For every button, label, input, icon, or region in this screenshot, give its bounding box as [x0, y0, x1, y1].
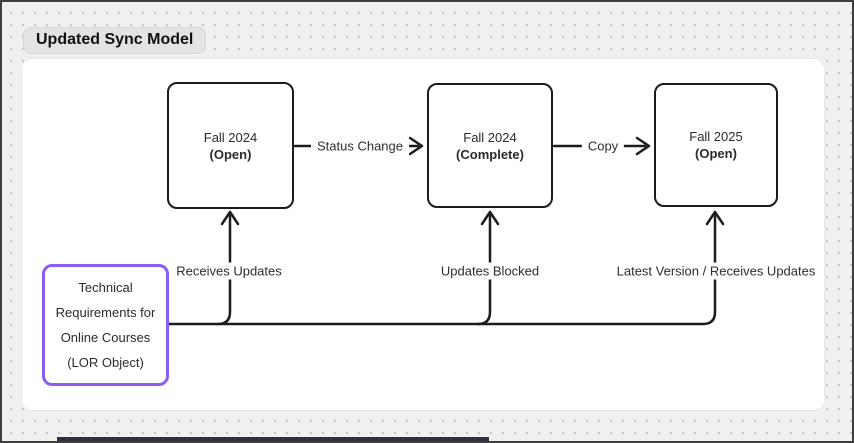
connector-label-updates-blocked[interactable]: Updates Blocked: [434, 262, 546, 280]
arrowhead-up-fall2024-complete-icon: [480, 210, 500, 226]
node-fall2024-complete[interactable]: Fall 2024 (Complete): [427, 83, 553, 208]
arrowhead-up-fall2024-open-icon: [220, 210, 240, 226]
connector-main-line: [167, 211, 717, 326]
node-label-status: (Open): [209, 146, 252, 162]
connector-lor-to-fall2024-open[interactable]: [216, 210, 240, 326]
node-label-lor: Technical Requirements for Online Course…: [55, 280, 156, 370]
connector-label-receives-updates[interactable]: Receives Updates: [170, 262, 288, 280]
node-label-status: (Open): [695, 146, 737, 161]
node-fall2024-open[interactable]: Fall 2024 (Open): [167, 82, 294, 209]
node-label-term: Fall 2024: [463, 129, 517, 145]
node-label-status: (Complete): [456, 146, 524, 162]
arrowhead-up-fall2025-icon: [705, 210, 725, 226]
connector-label-latest-version[interactable]: Latest Version / Receives Updates: [610, 262, 822, 280]
node-fall2025-open[interactable]: Fall 2025 (Open): [654, 83, 778, 207]
connector-label-status-change[interactable]: Status Change: [310, 137, 410, 155]
node-label-term: Fall 2025: [689, 129, 743, 144]
horizontal-scrollbar-thumb[interactable]: [57, 437, 489, 441]
connector-lor-to-fall2024-complete[interactable]: [476, 210, 500, 326]
connector-label-copy[interactable]: Copy: [581, 137, 625, 155]
connector-branch-line: [216, 211, 232, 326]
node-lor-object[interactable]: Technical Requirements for Online Course…: [42, 264, 169, 386]
section-title[interactable]: Updated Sync Model: [23, 27, 207, 54]
arrowhead-right-status-change-icon: [408, 136, 424, 156]
arrowhead-right-copy-icon: [635, 136, 651, 156]
connector-branch-line: [476, 211, 492, 326]
node-label-term: Fall 2024: [203, 129, 258, 145]
connector-lor-to-fall2025[interactable]: [167, 210, 725, 326]
